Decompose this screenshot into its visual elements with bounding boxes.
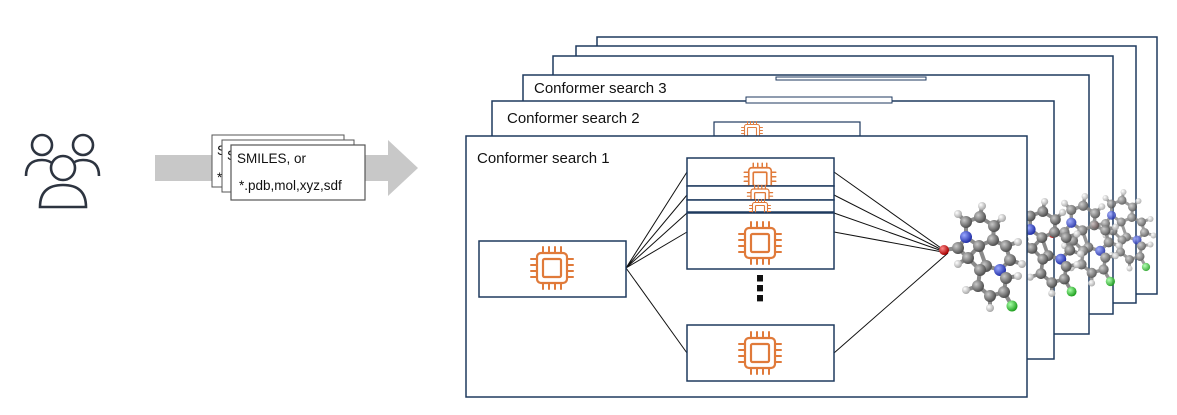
frame-1-label: Conformer search 1 [477,150,610,167]
ellipsis: ⋮ [743,269,777,309]
frame-2-label: Conformer search 2 [507,110,640,127]
frame-3-label: Conformer search 3 [534,80,667,97]
worker-node-stack [686,157,835,270]
input-format-line1: SMILES, or [237,151,307,166]
connector-lines [625,171,949,354]
svg-text:*: * [217,170,223,185]
frame-conformer-search-1: Conformer search 1 ⋮ [465,135,1028,398]
document-stack-icon: S * S SMILES, or *.pdb,mol,xyz,sdf [211,134,366,201]
worker-node-last [686,324,835,382]
main-compute-node [478,240,627,298]
users-icon [24,133,101,209]
input-format-line2: *.pdb,mol,xyz,sdf [239,178,342,193]
